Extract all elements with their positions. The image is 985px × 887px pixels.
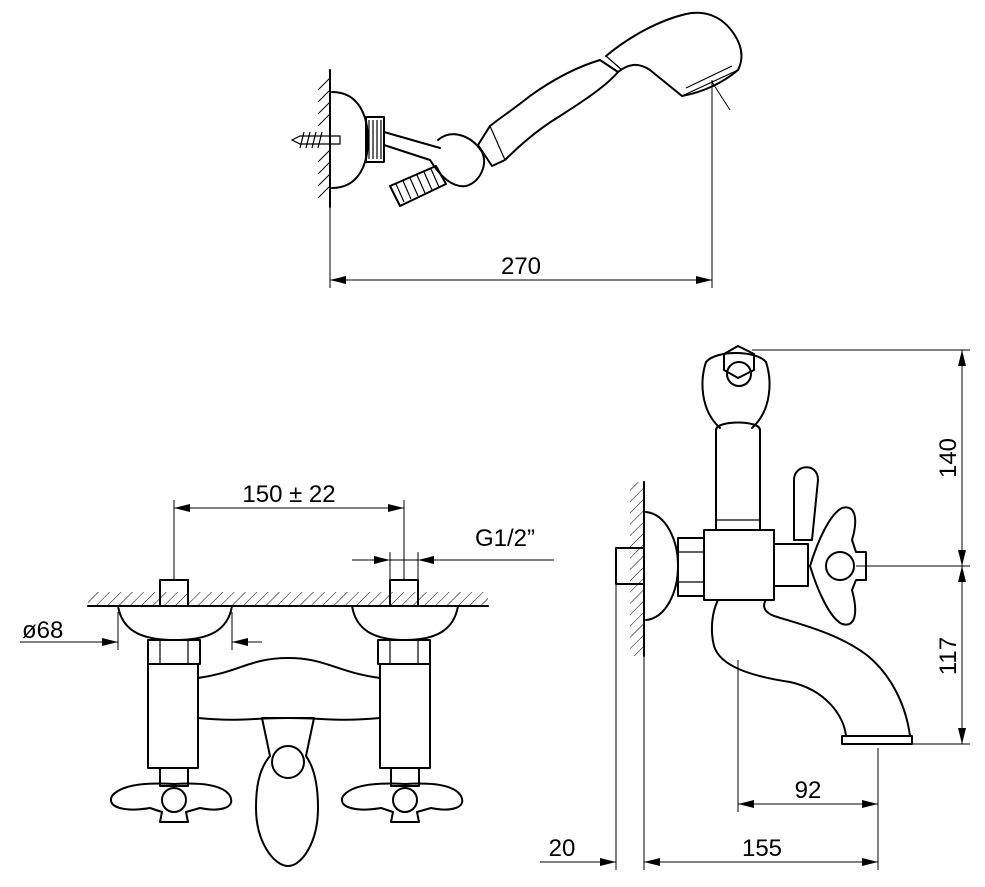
wall-screw: [290, 131, 341, 149]
side-inlet: [615, 547, 645, 585]
side-flange: [645, 511, 679, 621]
wall-hatching-front: [88, 592, 488, 606]
bracket-flange: [331, 91, 369, 189]
left-flange: [117, 605, 233, 641]
side-diverter-top: [701, 352, 771, 429]
handshower-handle: [477, 59, 619, 167]
dim-label-total-depth: 155: [742, 835, 782, 862]
wall-hatching-side: [630, 482, 644, 656]
side-body: [703, 529, 775, 601]
dim-label-thread: G1/2”: [475, 525, 535, 552]
spout-aerator: [841, 735, 913, 745]
diverter-knob: [271, 745, 305, 779]
hose-connector: [389, 165, 447, 207]
dim-label-spout-offset: 92: [795, 777, 822, 804]
side-view: 140 117 92 20 155: [540, 345, 970, 870]
dim-label-inlet-spacing: 150 ± 22: [242, 481, 335, 508]
side-riser: [715, 421, 761, 531]
side-spout: [710, 599, 911, 737]
wall-hatching: [317, 77, 331, 199]
dim-label-flange: ø68: [22, 617, 63, 644]
left-valve-body: [147, 663, 199, 769]
handle-collar: [489, 125, 506, 161]
bracket-arm: [383, 131, 441, 161]
left-nut: [147, 639, 201, 665]
side-lever: [793, 466, 819, 541]
right-flange: [351, 605, 459, 641]
dim-label-total-height: 140: [935, 438, 962, 478]
spout-front: [255, 717, 319, 867]
handshower-head: [605, 11, 743, 97]
left-cross-handle: [109, 767, 233, 823]
dim-label-wall-offset: 20: [549, 835, 576, 862]
handshower-view: 270: [290, 11, 743, 288]
dim-label-270: 270: [501, 253, 541, 280]
right-valve-body: [379, 663, 431, 769]
right-nut: [377, 639, 431, 665]
side-valve-stem: [773, 543, 809, 587]
side-nut: [677, 537, 705, 597]
holder-ring: [429, 133, 485, 188]
front-view: 150 ± 22 G1/2” ø68: [20, 481, 554, 867]
bracket-nut: [365, 116, 385, 163]
mixer-bar: [197, 657, 381, 721]
side-diverter-cap: [723, 345, 755, 379]
dim-label-spout-height: 117: [935, 637, 962, 675]
right-cross-handle: [340, 767, 464, 823]
